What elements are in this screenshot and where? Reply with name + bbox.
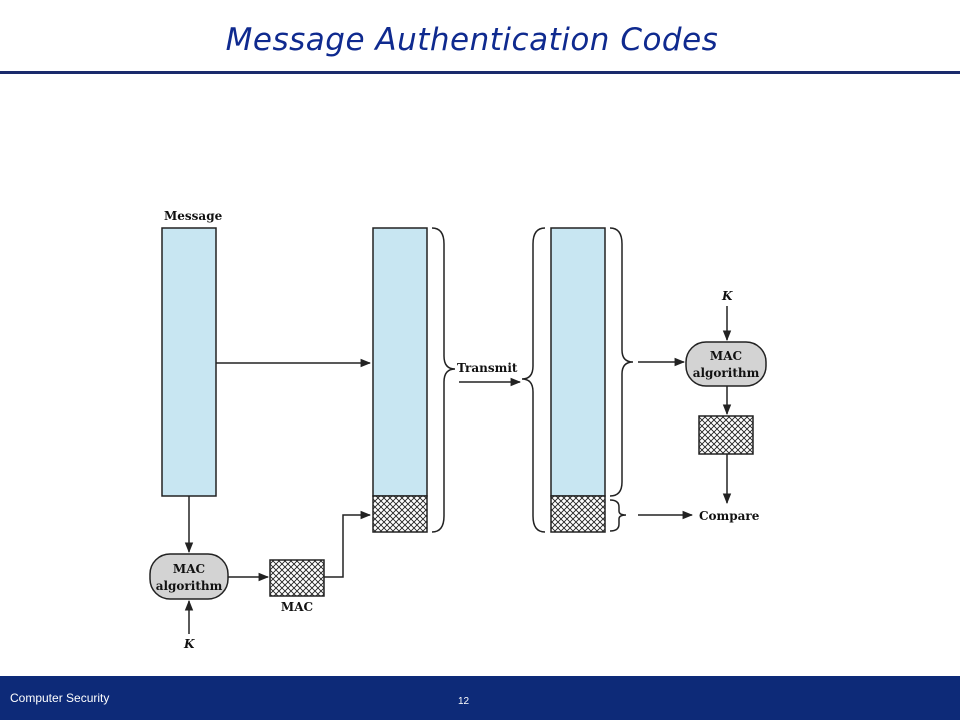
message-label: Message [164, 209, 223, 223]
sender-mac-algorithm-line1: MAC [173, 562, 205, 576]
receiver-mac-algorithm-line2: algorithm [693, 366, 760, 380]
footer-course-title: Computer Security [10, 691, 110, 705]
sender-key-label: K [183, 637, 195, 651]
received-message-brace [609, 227, 634, 497]
receiver-mac-algorithm-line1: MAC [710, 349, 742, 363]
message-block [161, 227, 217, 497]
slide-title: Message Authentication Codes [225, 22, 719, 58]
mac-diagram: Message MAC algorithm K MAC Transmit K M… [149, 209, 767, 651]
outgoing-brace [431, 227, 456, 533]
transmit-label: Transmit [457, 361, 518, 375]
footer-bar: Computer Security 12 [0, 676, 960, 720]
received-left-brace [521, 227, 546, 533]
received-message-block [550, 227, 606, 497]
received-mac-block [550, 495, 606, 533]
arrow-mac-to-outgoing [324, 510, 372, 578]
mac-label: MAC [281, 600, 313, 614]
page-number: 12 [458, 696, 470, 707]
receiver-mac-algorithm: MAC algorithm [685, 341, 767, 387]
received-mac-brace [609, 499, 627, 532]
mac-box [269, 559, 325, 597]
receiver-key-label: K [721, 289, 733, 303]
outgoing-mac-block [372, 495, 428, 533]
computed-mac-box [698, 415, 754, 455]
title-rule [0, 71, 960, 74]
sender-mac-algorithm: MAC algorithm [149, 553, 229, 600]
compare-label: Compare [699, 509, 760, 523]
outgoing-message-block [372, 227, 428, 497]
sender-mac-algorithm-line2: algorithm [156, 579, 223, 593]
